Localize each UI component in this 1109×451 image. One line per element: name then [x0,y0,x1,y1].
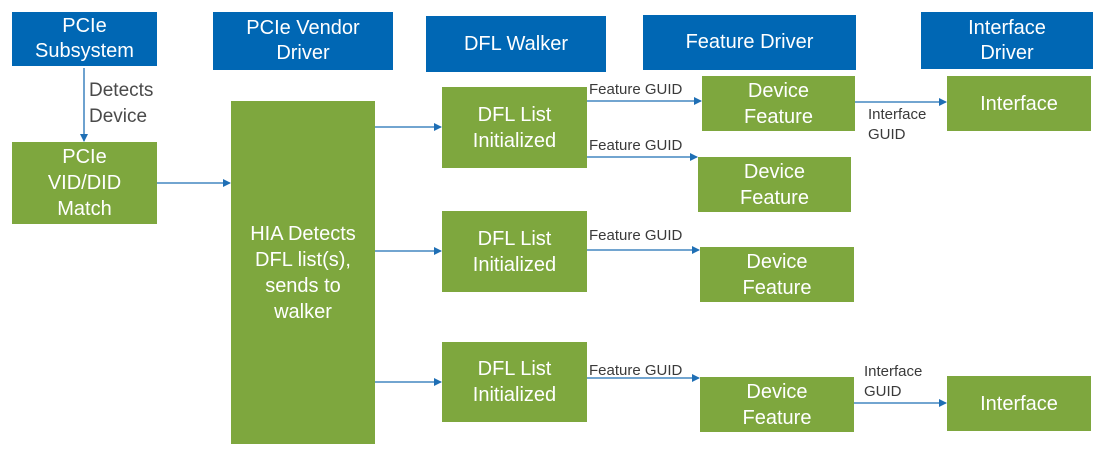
box-hia-detects-dfl: HIA Detects DFL list(s), sends to walker [231,101,375,444]
label-interface-guid-2: Interface GUID [864,363,923,400]
label-detects-device: Detects Device [89,80,154,127]
header-pcie-vendor-driver: PCIe Vendor Driver [213,12,393,70]
label-feature-guid-3: Feature GUID [589,227,683,244]
box-device-feature-1: Device Feature [702,76,855,131]
box-device-feature-3: Device Feature [700,247,854,302]
header-feature-driver: Feature Driver [643,15,856,70]
label-feature-guid-4: Feature GUID [589,362,683,379]
label-feature-guid-1: Feature GUID [589,81,683,98]
box-dfl-list-initialized-3: DFL List Initialized [442,342,587,422]
box-device-feature-4: Device Feature [700,377,854,432]
label-interface-guid-1: Interface GUID [868,106,927,143]
box-dfl-list-initialized-1: DFL List Initialized [442,87,587,168]
box-pcie-vid-did-match: PCIe VID/DID Match [12,142,157,224]
header-interface-driver: Interface Driver [921,12,1093,69]
box-interface-2: Interface [947,376,1091,431]
header-pcie-subsystem: PCIe Subsystem [12,12,157,66]
box-interface-1: Interface [947,76,1091,131]
box-dfl-list-initialized-2: DFL List Initialized [442,211,587,292]
box-device-feature-2: Device Feature [698,157,851,212]
header-dfl-walker: DFL Walker [426,16,606,72]
label-feature-guid-2: Feature GUID [589,137,683,154]
